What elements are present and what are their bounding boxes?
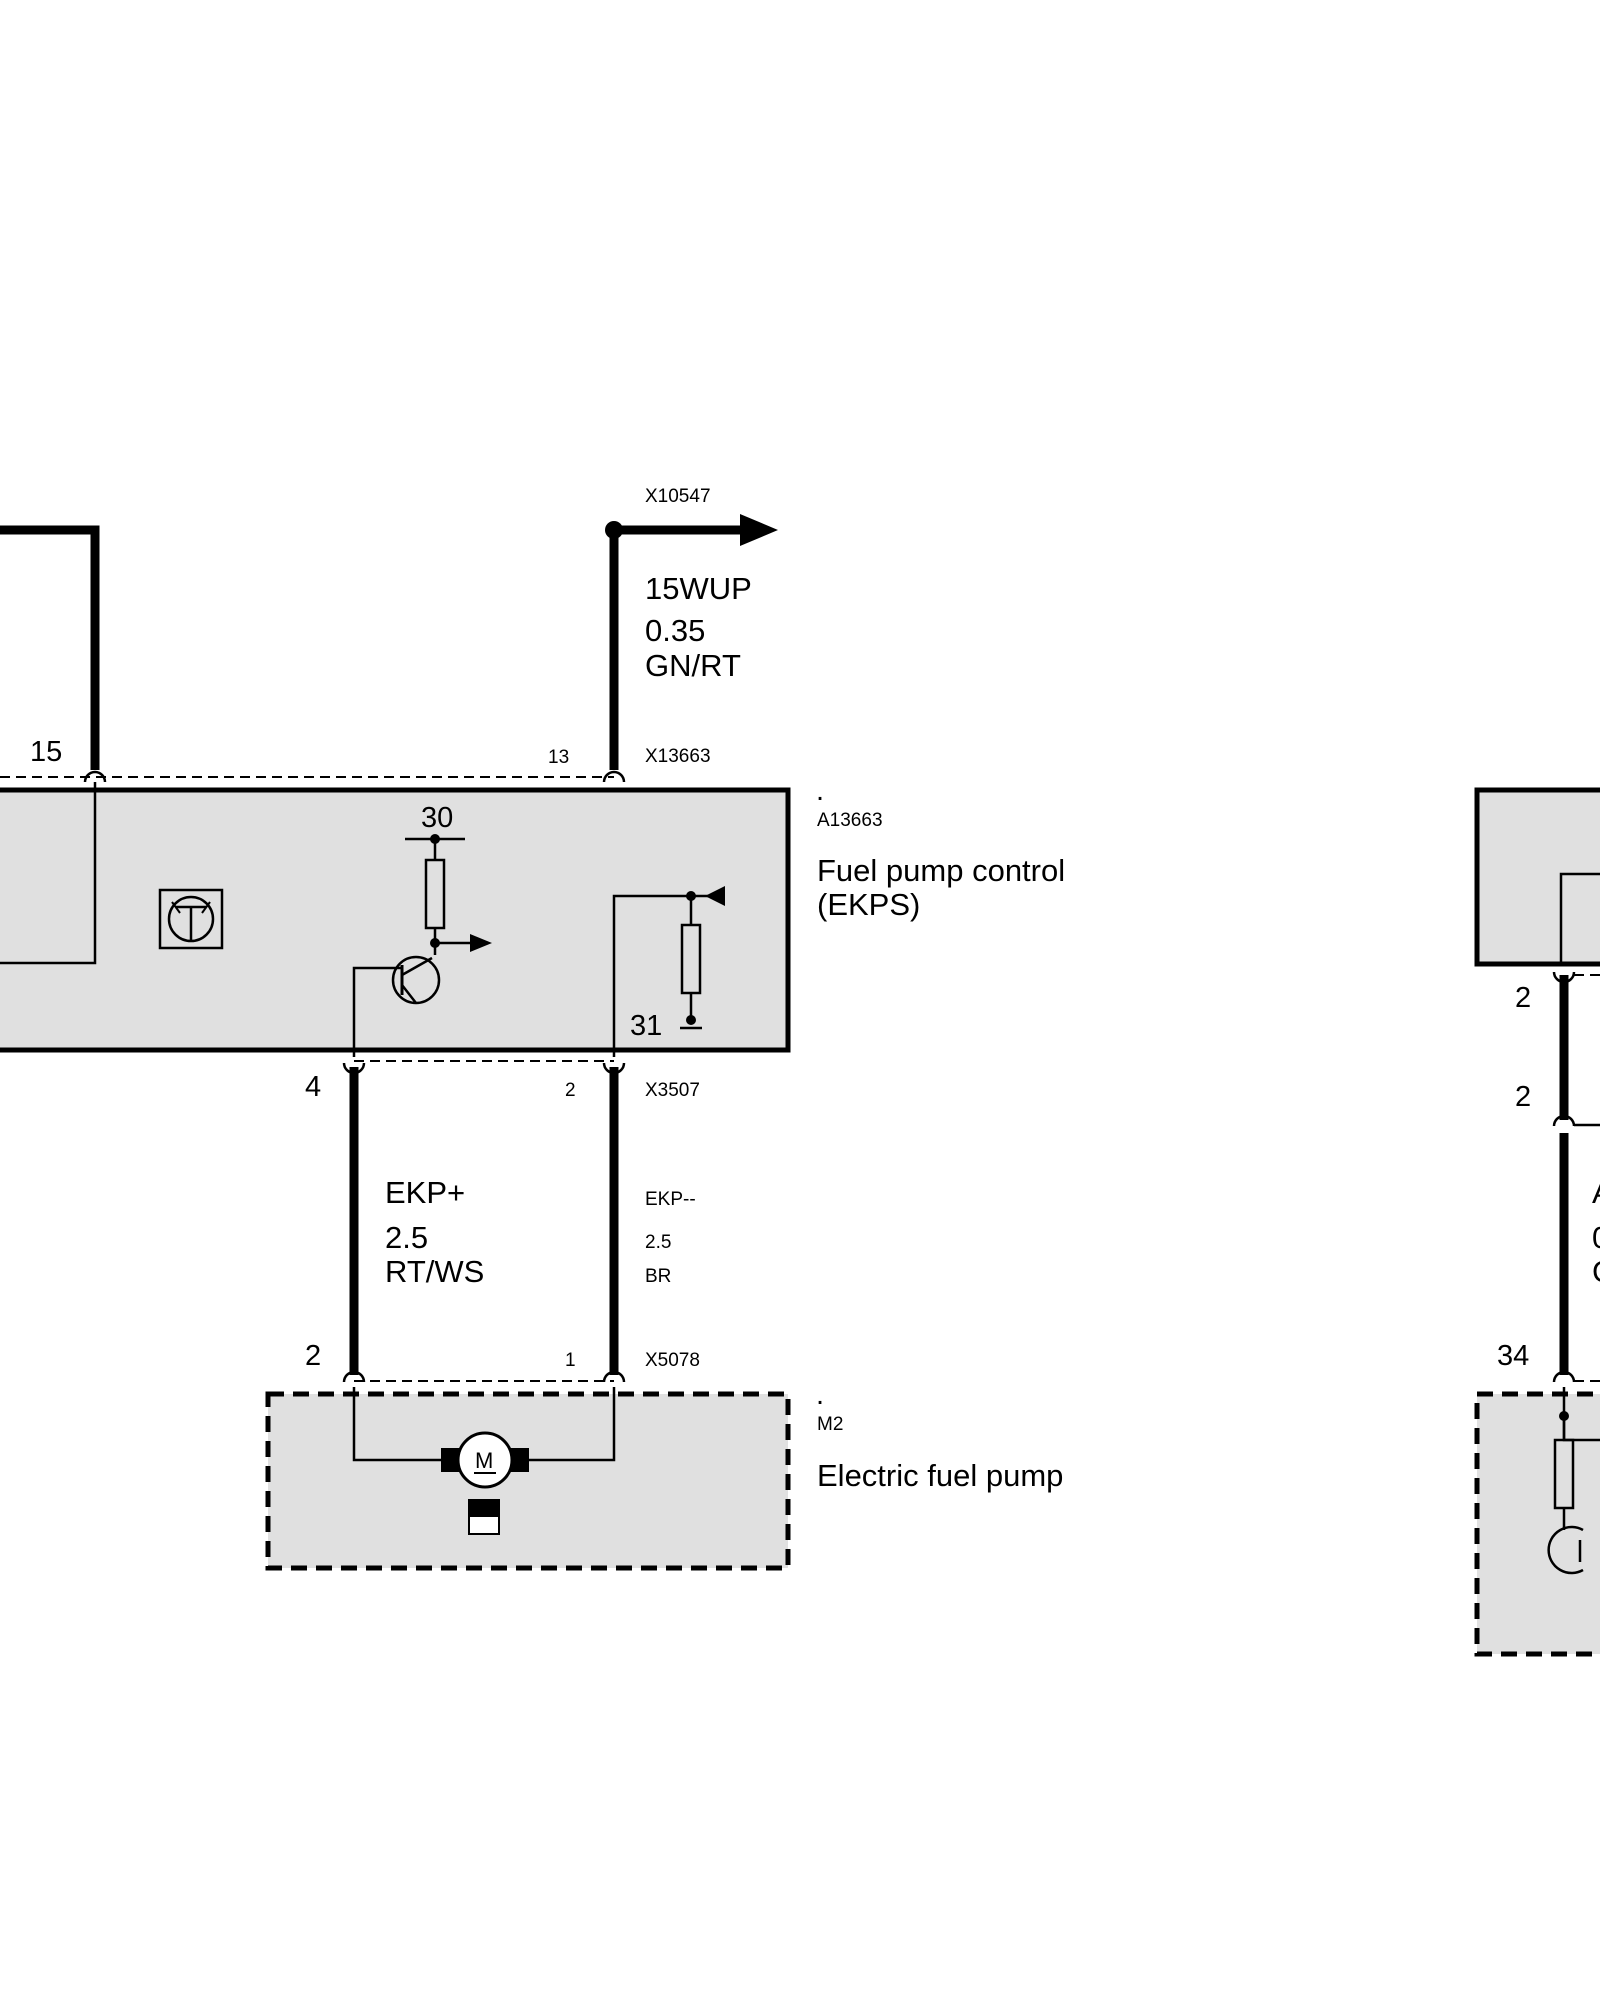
control-unit-icon (158, 888, 224, 950)
wire-ekp-plus (342, 1062, 366, 1383)
right-pin-label-2b: 2 (1515, 1081, 1531, 1113)
right-connector-pin-34 (1552, 1370, 1576, 1383)
wire-color-top: GN/RT (645, 648, 741, 683)
pump-unit-icon (468, 1499, 500, 1535)
right-module-internal-wire (1559, 872, 1600, 964)
wire-ekp-minus (602, 1062, 626, 1383)
connector-label-x13663: X13663 (645, 746, 711, 767)
signal-arrow-icon (470, 934, 492, 952)
pin-label-1: 1 (565, 1350, 576, 1371)
right-wire-color: G (1592, 1254, 1600, 1289)
module-internal-wire (0, 782, 97, 965)
connector-label-x5078: X5078 (645, 1350, 700, 1371)
motor-symbol: M (475, 1448, 493, 1473)
right-wire-size: 0 (1592, 1220, 1600, 1255)
terminal-30-circuit (405, 834, 492, 955)
transistor-icon (1547, 1525, 1584, 1575)
pump-name: Electric fuel pump (817, 1458, 1063, 1493)
right-lower-box (1474, 1391, 1600, 1657)
motor-icon: M (441, 1431, 529, 1489)
wire-color-ekp-minus: BR (645, 1266, 671, 1287)
module-ekps-box (0, 787, 791, 1053)
wire-size-ekp-plus: 2.5 (385, 1220, 428, 1255)
right-pin-label-34: 34 (1497, 1340, 1529, 1372)
pump-box (265, 1391, 791, 1571)
pin-label-4: 4 (305, 1071, 321, 1103)
output-arrow-icon (740, 514, 778, 546)
pump-internal-wire-plus (352, 1387, 442, 1462)
wire-signal-ekp-minus: EKP-- (645, 1189, 696, 1210)
module-ekps: 30 31 (0, 782, 791, 1057)
right-connector-pin-2a (1552, 971, 1576, 984)
pin-label-15: 15 (30, 736, 62, 768)
pump-dot: . (816, 1379, 824, 1411)
pin-label-2-mid: 2 (565, 1080, 576, 1101)
terminal-30-label: 30 (421, 802, 453, 834)
right-partial-circuit: 2 2 34 A 0 G (1474, 787, 1600, 1657)
pump-internal-wire-minus (528, 1387, 616, 1462)
right-connector-pin-2b (1552, 1114, 1576, 1127)
wire-size-ekp-minus: 2.5 (645, 1232, 671, 1253)
junction-dot (605, 521, 623, 539)
connector-pin-1 (602, 1370, 626, 1383)
right-module-box (1474, 787, 1600, 967)
pump-id: M2 (817, 1414, 843, 1435)
connector-pin-4 (342, 1062, 366, 1075)
connector-pin-15 (83, 770, 107, 783)
module-id: A13663 (817, 810, 883, 831)
module-name-line1: Fuel pump control (817, 853, 1065, 888)
right-wire-signal: A (1592, 1175, 1600, 1210)
right-pin-label-2a: 2 (1515, 982, 1531, 1014)
wire-color-ekp-plus: RT/WS (385, 1254, 484, 1289)
electric-fuel-pump: M (265, 1387, 791, 1571)
wire-signal-ekp-plus: EKP+ (385, 1175, 465, 1210)
connector-label-x3507: X3507 (645, 1080, 700, 1101)
wire-pin-15 (0, 525, 107, 783)
connector-pin-13 (602, 770, 626, 783)
wire-size-top: 0.35 (645, 613, 705, 648)
pin-31-circuit (612, 886, 725, 1057)
transistor-icon (352, 955, 441, 1057)
module-dot: . (816, 775, 824, 807)
connector-pin-2-mid (602, 1062, 626, 1075)
pin-label-2-bottom: 2 (305, 1340, 321, 1372)
pin-label-13: 13 (548, 747, 569, 768)
wire-15wup (602, 514, 778, 783)
wire-signal-15wup: 15WUP (645, 571, 752, 606)
terminal-31-label: 31 (630, 1010, 662, 1042)
connector-label-x10547: X10547 (645, 486, 711, 507)
connector-pin-2 (342, 1370, 366, 1383)
module-name-line2: (EKPS) (817, 887, 920, 922)
